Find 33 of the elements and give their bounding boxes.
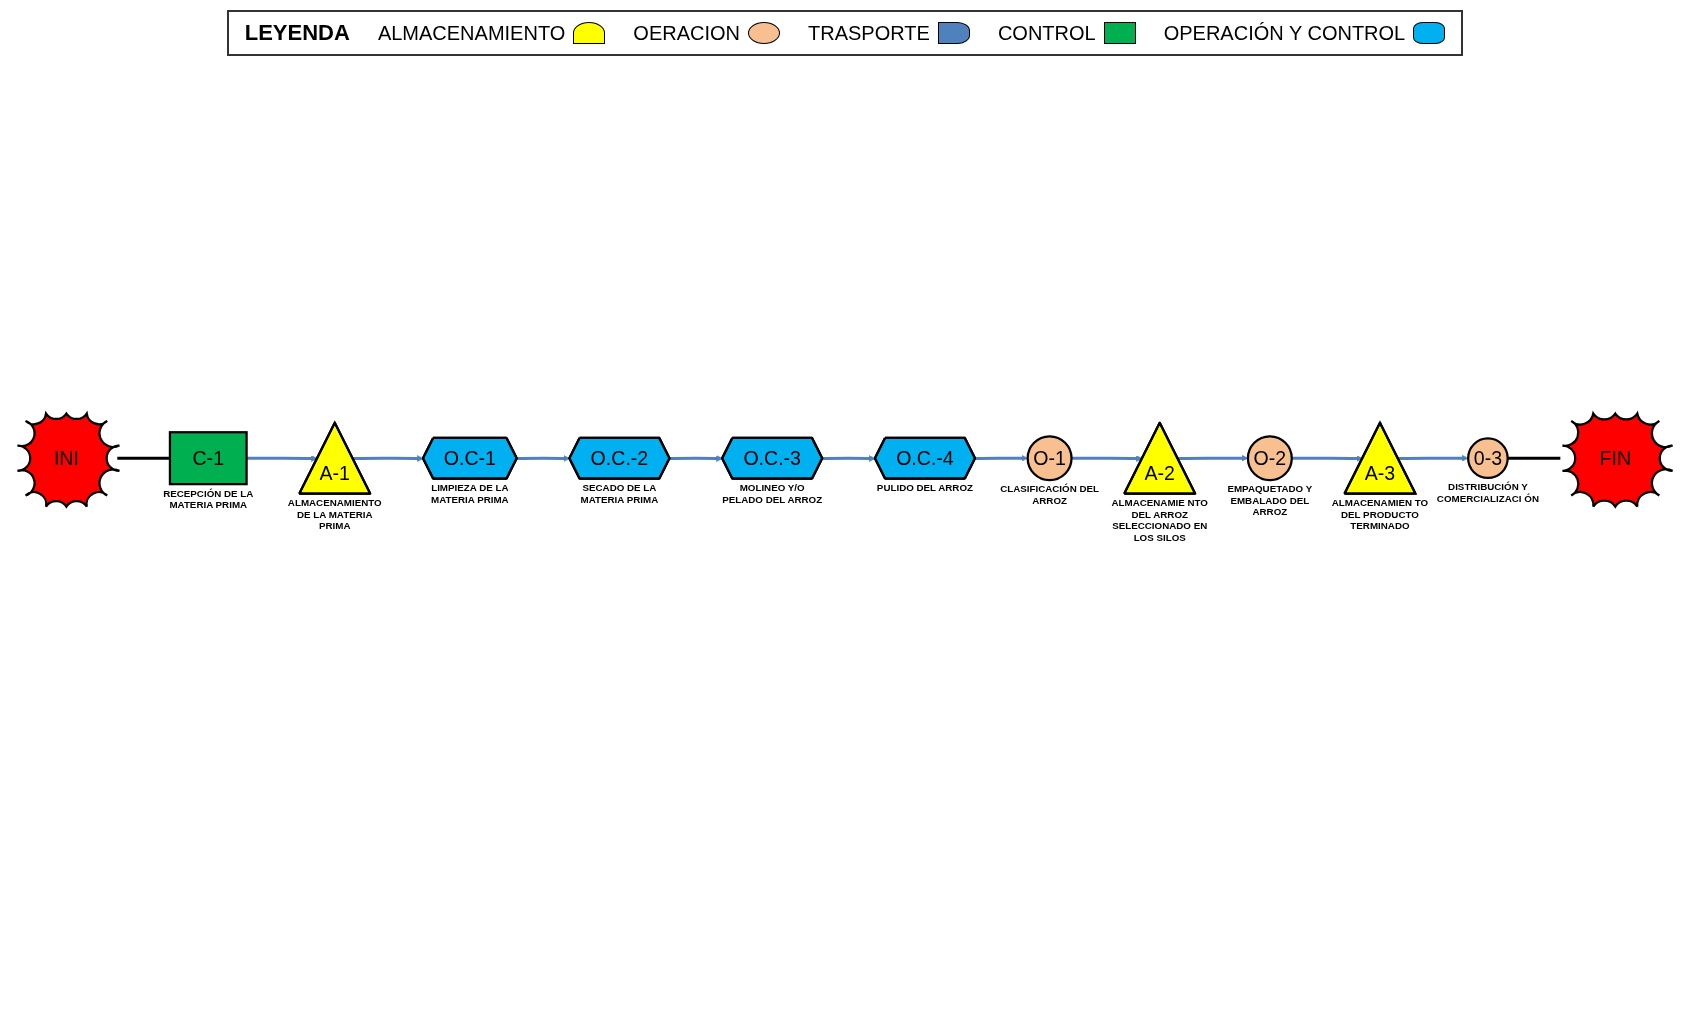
arrow xyxy=(975,454,1028,462)
node-circle: O-1 xyxy=(1026,435,1073,482)
step-caption: EMPAQUETADO Y EMBALADO DEL ARROZ xyxy=(1226,483,1314,519)
arrow xyxy=(352,455,424,462)
arrow xyxy=(246,455,318,462)
step-caption: ALMACENAMIEN TO DEL PRODUCTO TERMINADO xyxy=(1330,496,1430,532)
connector xyxy=(117,456,170,460)
legend-text: ALMACENAMIENTO xyxy=(377,21,566,45)
arrow xyxy=(1398,454,1469,462)
node-box: C-1 xyxy=(168,431,248,486)
step-caption: PULIDO DEL ARROZ xyxy=(875,481,974,494)
connector xyxy=(1507,456,1561,460)
step-caption: CLASIFICACIÓN DEL ARROZ xyxy=(999,483,1100,507)
arrow xyxy=(517,455,571,462)
arrow xyxy=(1071,455,1143,462)
legend-text: OPERACIÓN Y CONTROL xyxy=(1163,21,1406,45)
legend-text: CONTROL xyxy=(997,21,1096,45)
legend-text: TRASPORTE xyxy=(808,21,930,45)
arrow xyxy=(669,455,723,462)
legend-title: LEYENDA xyxy=(244,20,350,46)
node-circle: O-2 xyxy=(1246,435,1293,482)
step-caption: ALMACENAMIE NTO DEL ARROZ SELECCIONADO EN LOS SILOS xyxy=(1110,496,1209,544)
step-caption: ALMACENAMIENTO DE LA MATERIA PRIMA xyxy=(286,496,383,532)
step-caption: DISTRIBUCIÓN Y COMERCIALIZACI ÓN xyxy=(1435,480,1540,505)
legend-text: OERACION xyxy=(633,21,740,45)
arrow xyxy=(1291,455,1363,462)
arrow xyxy=(822,455,876,462)
step-caption: RECEPCIÓN DE LA MATERIA PRIMA xyxy=(162,487,255,511)
step-caption: LIMPIEZA DE LA MATERIA PRIMA xyxy=(430,481,510,505)
arrow xyxy=(1177,454,1249,462)
node-circle: 0-3 xyxy=(1467,437,1509,479)
step-caption: MOLINEO Y/O PELADO DEL ARROZ xyxy=(721,481,824,505)
step-caption: SECADO DE LA MATERIA PRIMA xyxy=(579,481,660,505)
